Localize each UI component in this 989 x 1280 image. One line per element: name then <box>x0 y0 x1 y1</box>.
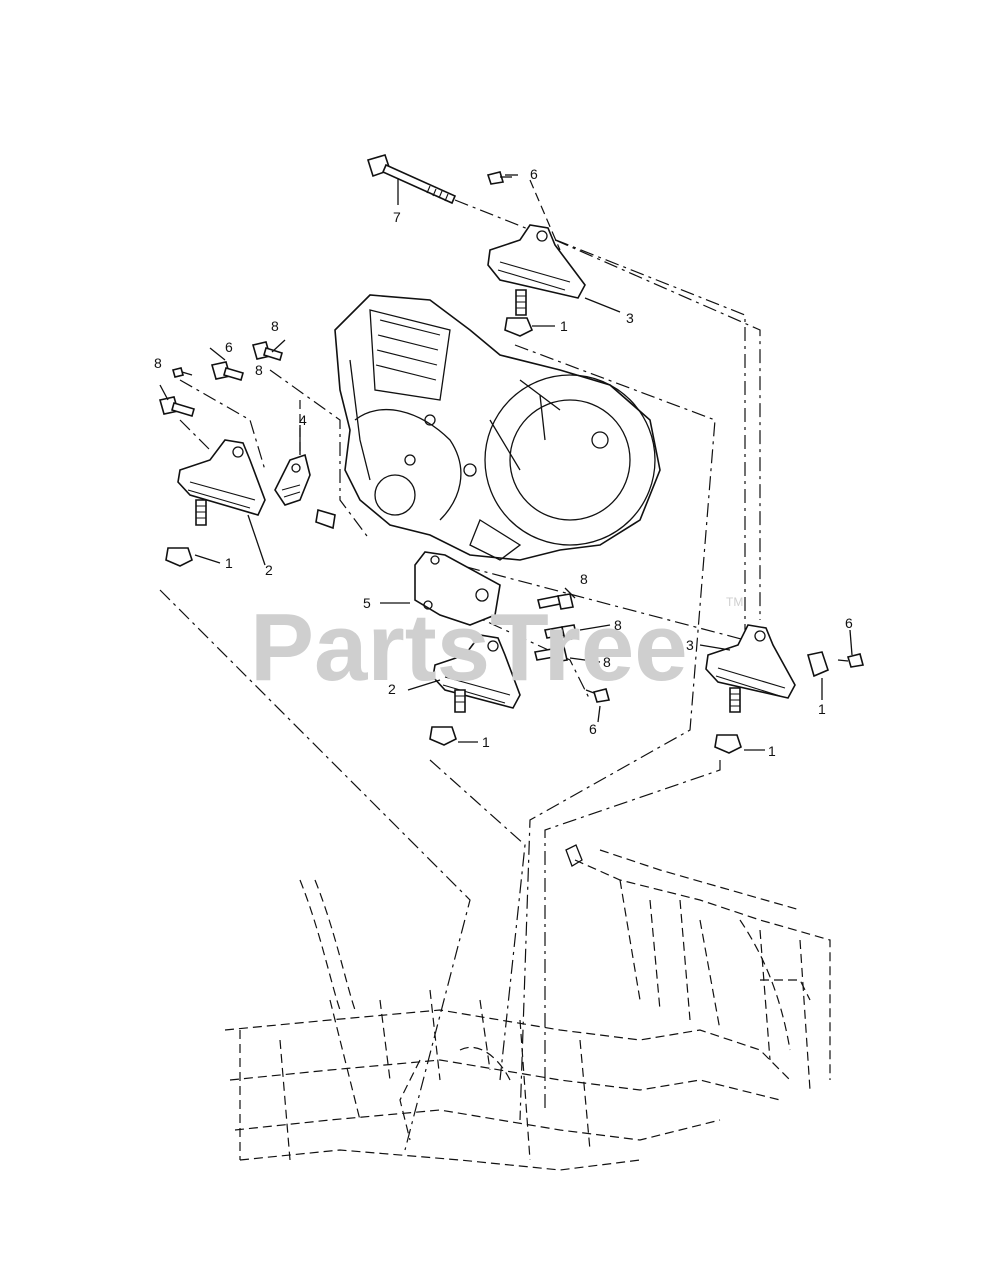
top-mount-bracket <box>487 224 586 337</box>
assembly-lines <box>159 179 761 1151</box>
callout-8-a: 8 <box>271 318 279 334</box>
callout-4: 4 <box>299 412 307 428</box>
callout-1-side: 1 <box>818 701 826 717</box>
callout-8-d: 8 <box>580 571 588 587</box>
callout-2-center: 2 <box>388 681 396 697</box>
callout-labels: 6 7 3 1 8 6 8 8 4 1 2 8 5 8 8 2 6 1 3 6 … <box>154 166 853 759</box>
frame-assembly <box>224 844 831 1171</box>
engine-assembly <box>334 294 661 561</box>
callout-1-left: 1 <box>225 555 233 571</box>
watermark-text: PartsTree <box>250 594 688 701</box>
callout-1-center: 1 <box>482 734 490 750</box>
callout-3-top: 3 <box>626 310 634 326</box>
callout-6-left: 6 <box>225 339 233 355</box>
callout-3-right: 3 <box>686 637 694 653</box>
callout-2-left: 2 <box>265 562 273 578</box>
watermark-trademark: TM <box>726 595 743 609</box>
callout-8-b: 8 <box>255 362 263 378</box>
right-mount-bracket <box>705 624 829 754</box>
callout-leaders <box>159 174 853 751</box>
callout-1-right: 1 <box>768 743 776 759</box>
center-bolts <box>534 593 865 703</box>
callout-6-top: 6 <box>530 166 538 182</box>
callout-8-e: 8 <box>614 617 622 633</box>
callout-6-lower: 6 <box>589 721 597 737</box>
left-mount-bracket <box>165 439 266 567</box>
callout-1-top: 1 <box>560 318 568 334</box>
callout-5: 5 <box>363 595 371 611</box>
left-bolts <box>158 341 283 417</box>
callout-6-right: 6 <box>845 615 853 631</box>
callout-7: 7 <box>393 209 401 225</box>
center-mount-bracket <box>429 634 521 746</box>
callout-8-c: 8 <box>154 355 162 371</box>
callout-8-f: 8 <box>603 654 611 670</box>
top-small-bolt <box>486 171 512 185</box>
engine-bracket <box>274 453 336 530</box>
long-bolt <box>366 154 457 205</box>
engine-plate <box>414 551 501 626</box>
